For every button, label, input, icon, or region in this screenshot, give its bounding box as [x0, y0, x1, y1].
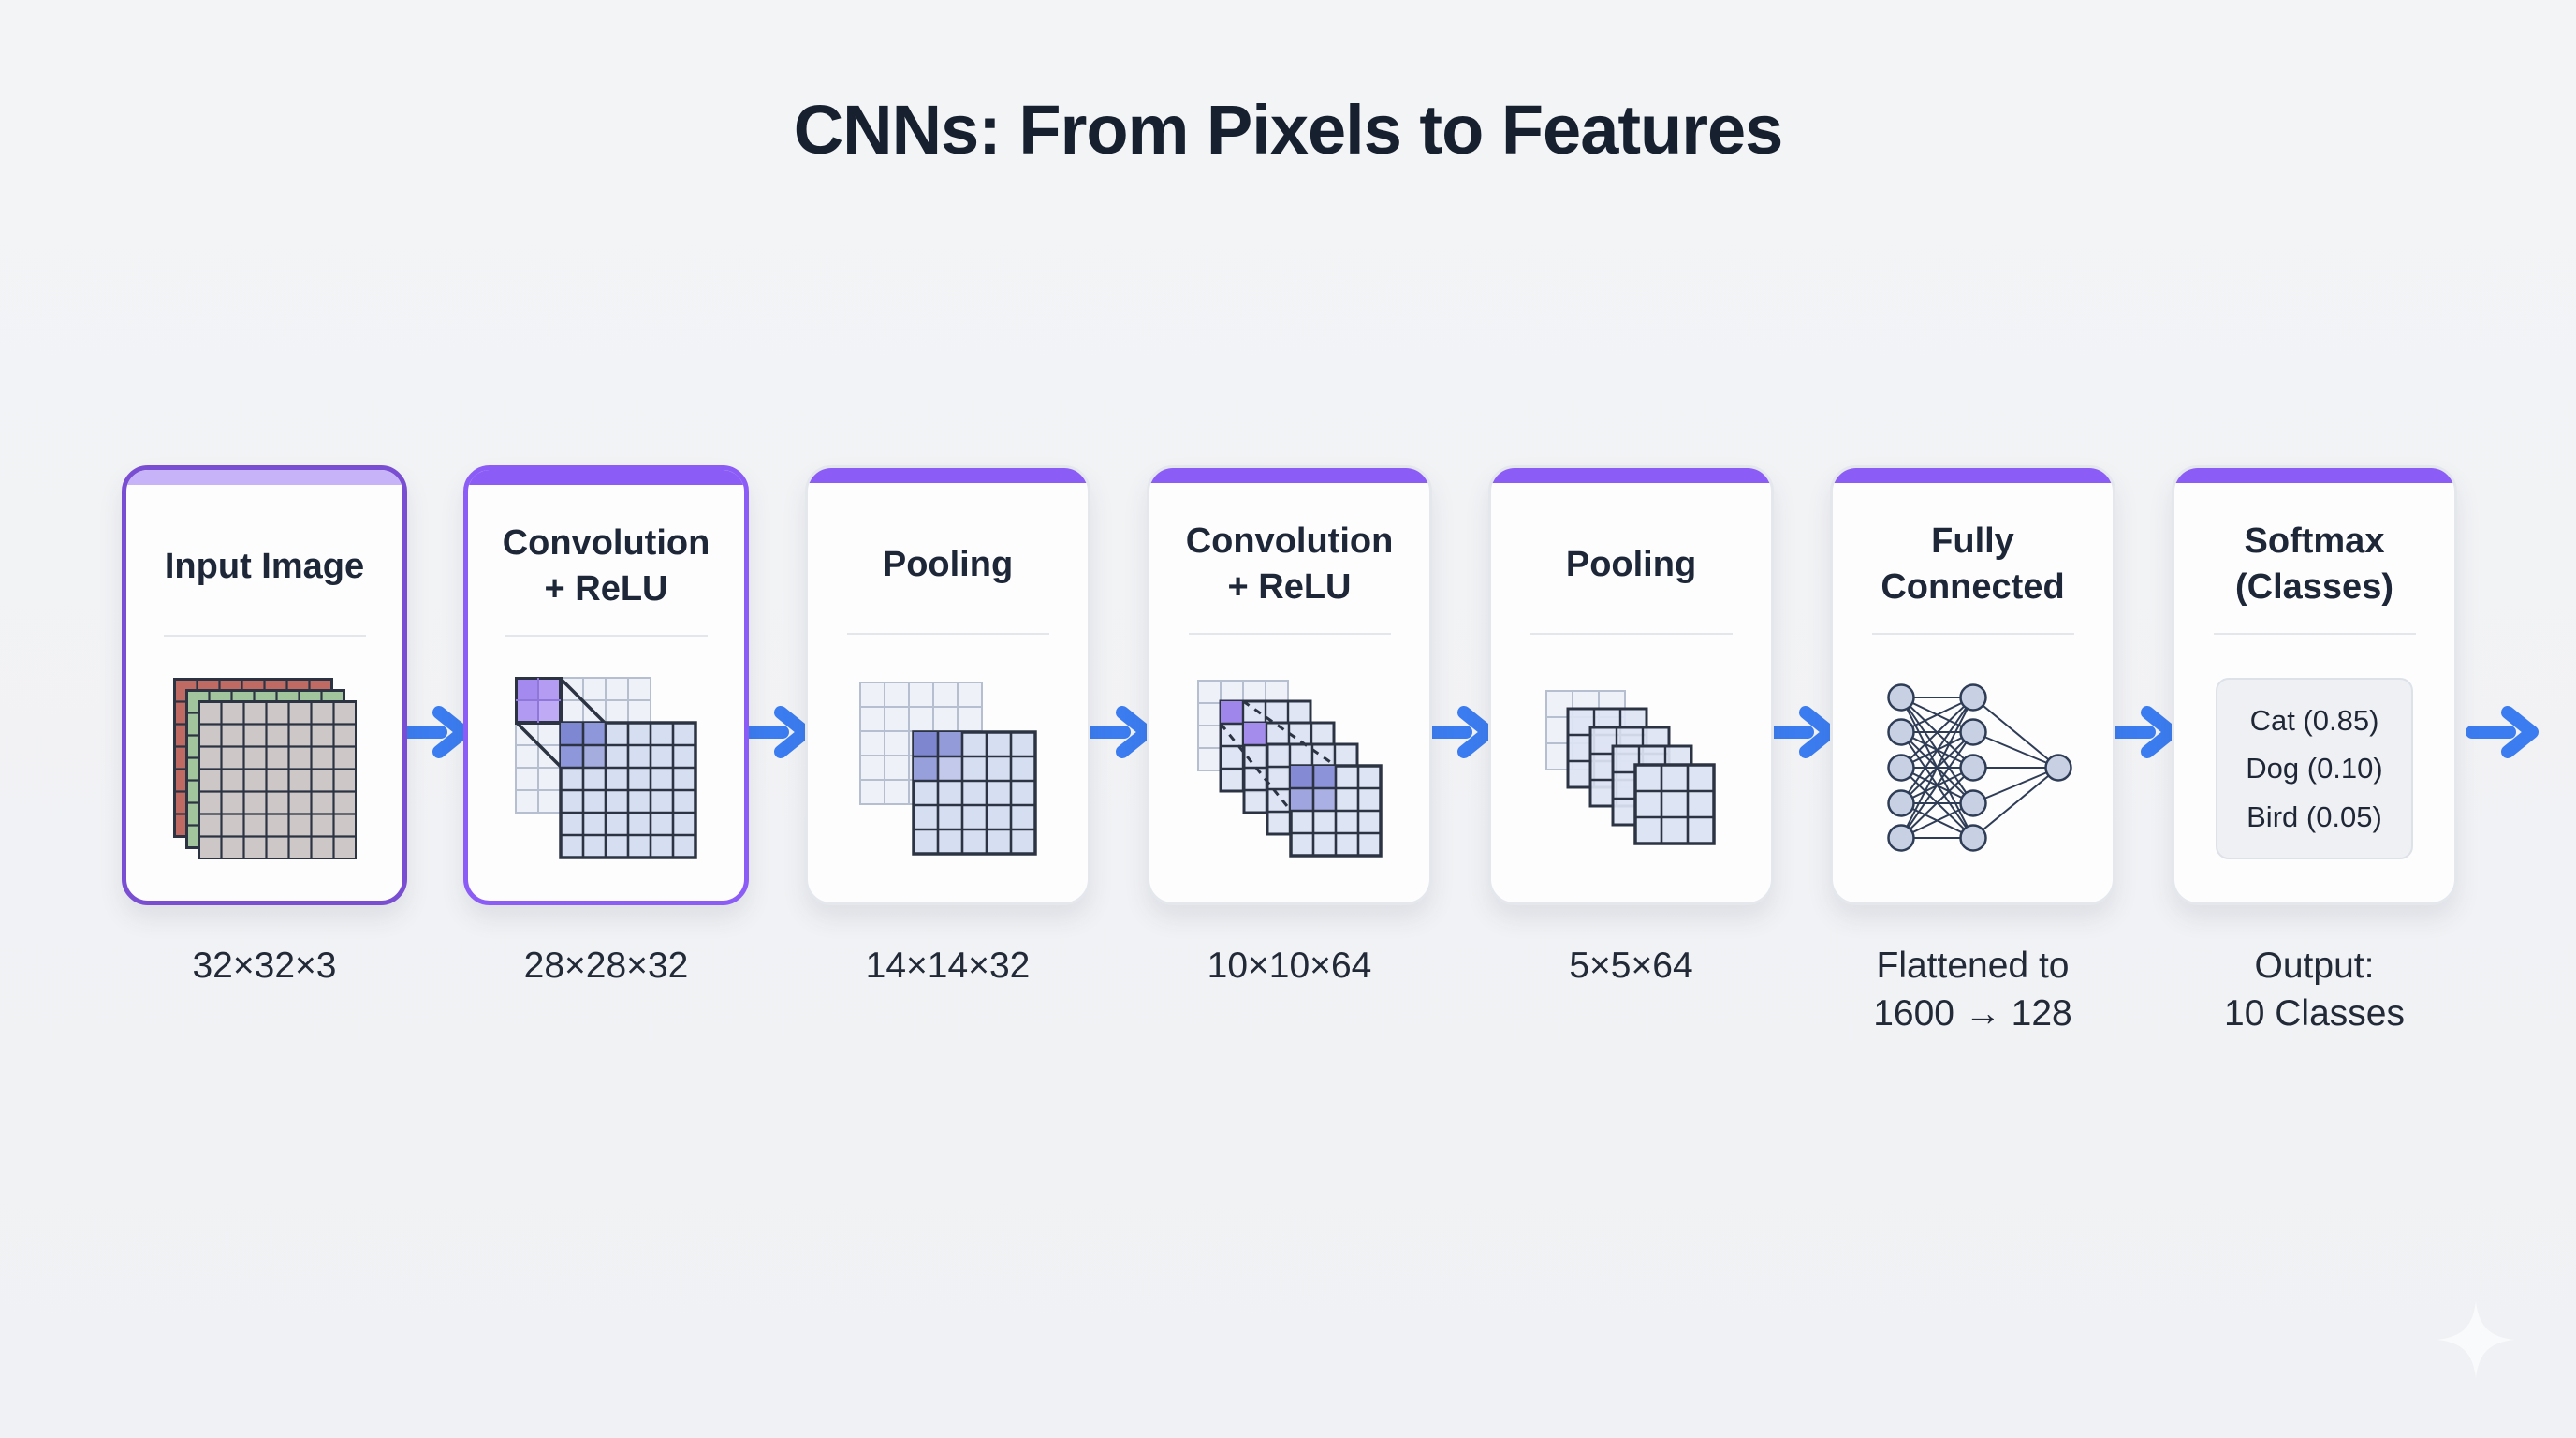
card-convolution-relu-2: Convolution + ReLU: [1147, 465, 1432, 905]
card-title-line: Convolution: [1185, 521, 1394, 562]
divider: [505, 635, 708, 637]
card-title: Convolution + ReLU: [503, 511, 710, 622]
dim-line: Output:: [2254, 946, 2375, 986]
stage-fully-connected: Fully Connected Flattened to 1600 → 128: [1830, 465, 2115, 1037]
card-title: Fully Connected: [1881, 509, 2064, 620]
neural-network-illustration: [1886, 683, 2072, 852]
arrow-right-icon: [1080, 703, 1153, 761]
card-topbar: [808, 468, 1088, 483]
stage-dimension-label: 32×32×3: [192, 943, 336, 990]
card-topbar: [2174, 468, 2454, 483]
dim-line: 10 Classes: [2224, 992, 2405, 1034]
card-pooling-1: Pooling: [805, 465, 1090, 905]
stage-dimension-label: Flattened to 1600 → 128: [1873, 943, 2072, 1037]
stacked-feature-maps-illustration: [1196, 680, 1383, 858]
arrow-right-icon: [2457, 703, 2551, 761]
stage-softmax: Softmax (Classes) Cat (0.85) Dog (0.10) …: [2172, 465, 2457, 1037]
stage-input-image: Input Image: [122, 465, 407, 990]
card-title-line: + ReLU: [544, 569, 668, 609]
card-title: Softmax (Classes): [2235, 509, 2393, 620]
stage-pooling-1: Pooling 14×14×32: [805, 465, 1090, 990]
illustration-area: [808, 635, 1088, 902]
stage-dimension-label: Output: 10 Classes: [2224, 943, 2405, 1037]
class-probability: Dog (0.10): [2246, 752, 2383, 785]
stage-dimension-label: 14×14×32: [866, 943, 1031, 990]
card-title: Input Image: [165, 511, 364, 622]
dim-line: 14×14×32: [865, 946, 1031, 986]
card-title-line: Softmax: [2244, 521, 2385, 562]
divider: [1530, 633, 1733, 635]
card-title: Pooling: [883, 509, 1013, 620]
card-title-line: (Classes): [2235, 567, 2393, 607]
arrow-right-icon: [1764, 703, 1837, 761]
card-fully-connected: Fully Connected: [1830, 465, 2115, 905]
card-topbar: [126, 470, 402, 485]
divider: [1188, 633, 1391, 635]
class-probability: Bird (0.05): [2247, 800, 2382, 833]
divider: [2213, 633, 2416, 635]
arrow-right-icon: [739, 703, 812, 761]
stage-convolution-relu-2: Convolution + ReLU: [1147, 465, 1432, 990]
page-title: CNNs: From Pixels to Features: [793, 91, 1784, 169]
divider: [846, 633, 1049, 635]
divider: [163, 635, 366, 637]
arrow-right-icon: [2105, 703, 2178, 761]
dim-line: Flattened to: [1876, 946, 2070, 986]
card-input-image: Input Image: [122, 465, 407, 905]
dim-line: 32×32×3: [192, 946, 337, 986]
stage-dimension-label: 10×10×64: [1208, 943, 1372, 990]
stage-convolution-relu-1: Convolution + ReLU: [463, 465, 749, 990]
card-title-line: + ReLU: [1227, 567, 1352, 607]
sparkle-icon: [2437, 1301, 2514, 1378]
stacked-pooled-maps-illustration: [1544, 690, 1716, 845]
pipeline-flow: Input Image: [122, 465, 2576, 1037]
illustration-area: [126, 637, 402, 901]
illustration-area: [1491, 635, 1771, 902]
divider: [1871, 633, 2074, 635]
convolution-kernel-illustration: [514, 677, 697, 859]
illustration-area: [1833, 635, 2113, 902]
rgb-channels-illustration: [172, 678, 357, 859]
card-title-line: Pooling: [882, 544, 1014, 584]
arrow-right-icon: [397, 703, 470, 761]
stage-dimension-label: 28×28×32: [524, 943, 689, 990]
pooling-grids-illustration: [858, 682, 1037, 856]
stage-pooling-2: Pooling: [1488, 465, 1774, 990]
card-title: Convolution + ReLU: [1186, 509, 1394, 620]
card-title-line: Convolution: [502, 523, 710, 564]
card-title-line: Input Image: [164, 546, 365, 586]
dim-line: 28×28×32: [523, 946, 689, 986]
class-probability: Cat (0.85): [2249, 703, 2379, 737]
card-title: Pooling: [1566, 509, 1696, 620]
card-convolution-relu-1: Convolution + ReLU: [463, 465, 749, 905]
dim-line: 5×5×64: [1569, 946, 1693, 986]
illustration-area: [1149, 635, 1429, 902]
dim-line: 10×10×64: [1207, 946, 1372, 986]
card-topbar: [1833, 468, 2113, 483]
card-topbar: [1491, 468, 1771, 483]
card-topbar: [468, 470, 744, 485]
card-title-line: Connected: [1881, 567, 2065, 607]
card-pooling-2: Pooling: [1488, 465, 1774, 905]
illustration-area: Cat (0.85) Dog (0.10) Bird (0.05): [2174, 635, 2454, 902]
stage-dimension-label: 5×5×64: [1569, 943, 1692, 990]
arrow-right-icon: [1422, 703, 1495, 761]
dim-line: 1600 → 128: [1873, 992, 2072, 1034]
card-topbar: [1149, 468, 1429, 483]
card-softmax: Softmax (Classes) Cat (0.85) Dog (0.10) …: [2172, 465, 2457, 905]
illustration-area: [468, 637, 744, 901]
card-title-line: Fully: [1931, 521, 2014, 562]
class-probabilities-box: Cat (0.85) Dog (0.10) Bird (0.05): [2216, 677, 2413, 860]
card-title-line: Pooling: [1565, 544, 1697, 584]
